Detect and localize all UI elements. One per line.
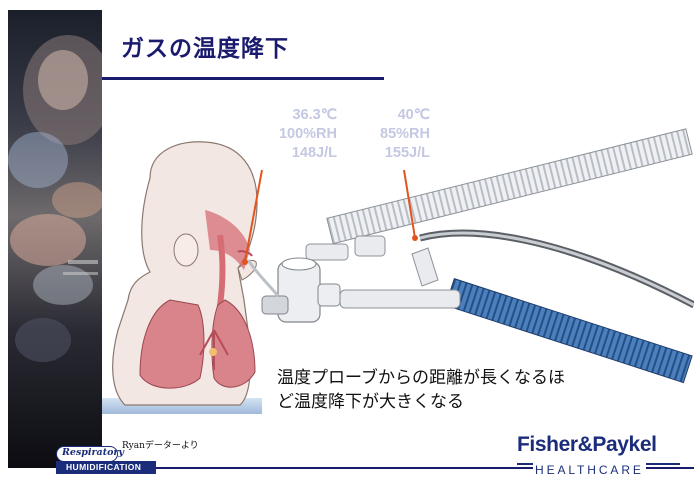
patient-absolute-humidity: 148J/L [257, 144, 337, 163]
circuit-humidity: 85%RH [350, 125, 430, 144]
patient-humidity: 100%RH [257, 125, 337, 144]
infant-figure [113, 142, 257, 405]
caption-line-1: 温度プローブからの距離が長くなるほ [277, 366, 565, 390]
fisher-paykel-logo: Fisher&Paykel HEALTHCARE [517, 433, 682, 473]
brand-name: Fisher&Paykel [517, 433, 657, 457]
circuit-end-readings: 40℃ 85%RH 155J/L [350, 106, 430, 163]
brand-subtitle: HEALTHCARE [533, 463, 646, 477]
caption-line-2: ど温度降下が大きくなる [277, 390, 565, 414]
circuit-absolute-humidity: 155J/L [350, 144, 430, 163]
respiratory-humidification-logo: Respiratory HUMIDIFICATION [56, 444, 156, 476]
circuit-temperature: 40℃ [350, 106, 430, 125]
circuit-tubes [306, 129, 694, 383]
y-connector [248, 258, 340, 322]
patient-temperature: 36.3℃ [257, 106, 337, 125]
patient-end-readings: 36.3℃ 100%RH 148J/L [257, 106, 337, 163]
logo-word-respiratory: Respiratory [62, 447, 124, 458]
caption: 温度プローブからの距離が長くなるほ ど温度降下が大きくなる [277, 366, 565, 414]
logo-word-humidification: HUMIDIFICATION [66, 462, 141, 472]
